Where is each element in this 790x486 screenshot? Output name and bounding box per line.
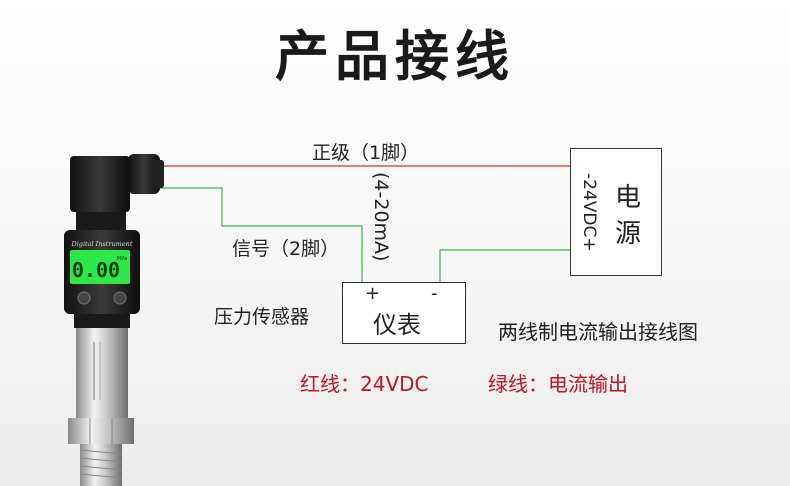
down-button-icon — [113, 291, 127, 305]
lcd-value: 0.00 — [72, 258, 120, 282]
power-voltage-label: -24VDC+ — [579, 173, 599, 252]
power-supply-box: -24VDC+ 电 源 — [570, 148, 662, 276]
legend-green: 绿线：电流输出 — [488, 372, 628, 396]
power-label-char1: 电 — [615, 183, 642, 213]
up-button-icon — [77, 291, 91, 305]
meter-minus: - — [431, 283, 438, 304]
page-title: 产品接线 — [275, 25, 515, 88]
green-wire-sensor-to-meter — [158, 187, 363, 282]
pressure-sensor-image: Digital Instrument 0.00 MPa — [64, 154, 164, 486]
legend-red: 红线：24VDC — [300, 372, 429, 396]
lcd-unit: MPa — [117, 256, 127, 262]
brand-text: Digital Instrument — [71, 240, 133, 248]
current-range-label: (4-20mA) — [370, 172, 392, 262]
signal-wire-label: 信号（2脚） — [232, 238, 340, 260]
meter-label: 仪表 — [373, 311, 421, 339]
meter-box: + - 仪表 — [342, 282, 466, 344]
sensor-label: 压力传感器 — [214, 306, 310, 328]
positive-wire-label: 正级（1脚） — [312, 142, 420, 164]
meter-plus: + — [365, 283, 381, 304]
power-label-char2: 源 — [615, 219, 642, 249]
diagram-caption: 两线制电流输出接线图 — [498, 320, 698, 344]
green-wire-meter-to-power — [439, 249, 570, 282]
